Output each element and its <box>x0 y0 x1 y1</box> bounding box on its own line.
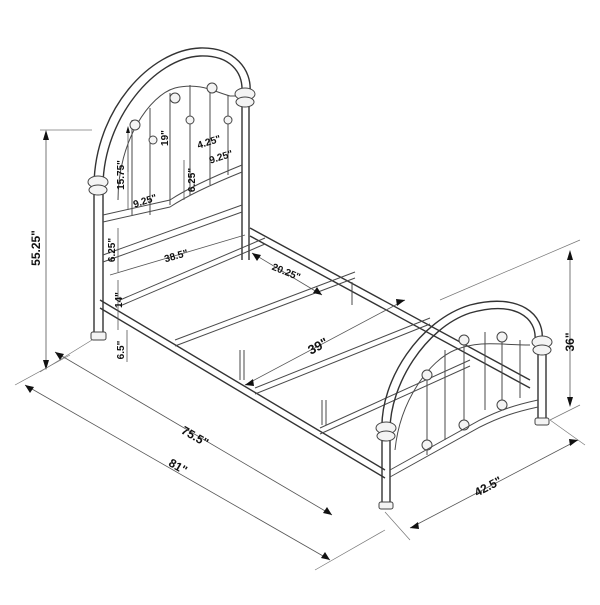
frame-rails <box>99 227 531 479</box>
label-headboard-rail-gap: 6.25" <box>107 238 118 262</box>
label-overall-length: 81" <box>166 456 189 478</box>
label-footboard-height: 36" <box>563 332 577 351</box>
footboard <box>375 300 553 510</box>
label-headboard-lower-spacing: 6.25" <box>187 168 198 192</box>
label-headboard-panel-width-left: 9.25" <box>132 193 159 211</box>
label-inner-length: 75.5" <box>179 423 211 450</box>
label-headboard-panel-width-right: 9.25" <box>208 149 235 167</box>
label-headboard-panel-height: 15.75" <box>116 160 127 190</box>
label-overall-height: 55.25" <box>29 230 43 266</box>
label-headboard-upper-spacing: 4.25" <box>196 134 223 152</box>
label-slat-spacing: 20.25" <box>270 262 302 283</box>
dimension-lines <box>14 126 586 571</box>
label-overall-width: 42.5" <box>472 473 504 499</box>
headboard <box>87 47 256 341</box>
label-rail-length: 38.5" <box>163 248 190 265</box>
label-ground-clearance: 6.5" <box>116 340 127 359</box>
label-headboard-arch-height: 19" <box>160 130 171 146</box>
label-side-rail-height: 14" <box>114 292 125 308</box>
label-inner-width: 39" <box>305 335 330 358</box>
